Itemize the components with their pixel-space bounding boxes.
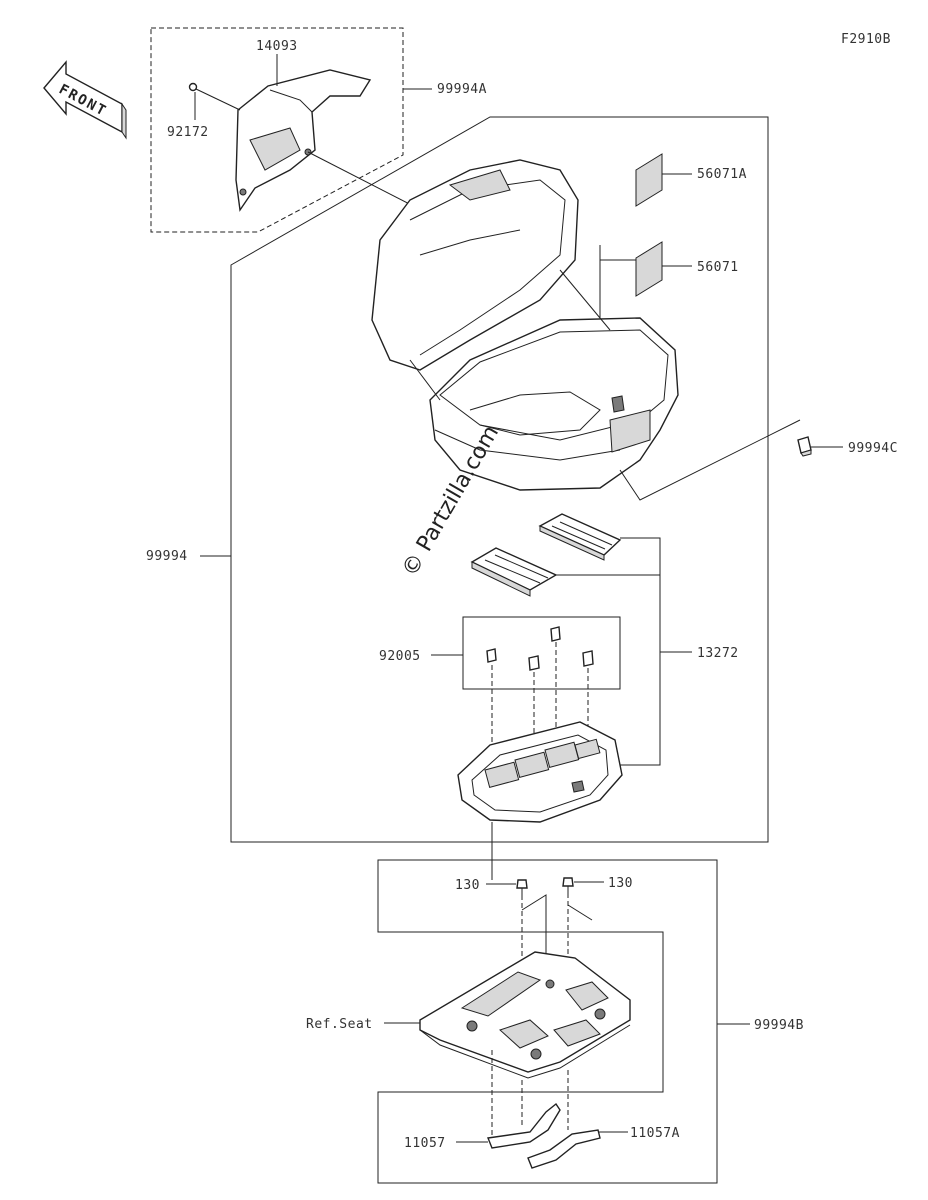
part-11057-bracket bbox=[487, 1102, 561, 1149]
part-base-plate bbox=[457, 721, 623, 823]
label-99994A: 99994A bbox=[437, 82, 487, 97]
label-ref-seat: Ref.Seat bbox=[306, 1017, 373, 1032]
label-92005: 92005 bbox=[379, 649, 421, 664]
box-99994B bbox=[377, 859, 718, 1184]
part-13272-pad-lower bbox=[470, 547, 558, 597]
part-56071A-sticker bbox=[635, 153, 663, 207]
part-rear-carrier bbox=[419, 951, 631, 1079]
box-92005 bbox=[462, 616, 621, 690]
label-13272: 13272 bbox=[697, 646, 739, 661]
label-14093: 14093 bbox=[256, 39, 298, 54]
part-14093-cover bbox=[235, 69, 372, 212]
part-130-bolt-left bbox=[516, 879, 528, 895]
label-56071: 56071 bbox=[697, 260, 739, 275]
label-11057A: 11057A bbox=[630, 1126, 680, 1141]
part-11057A-bracket bbox=[527, 1129, 601, 1169]
label-11057: 11057 bbox=[404, 1136, 446, 1151]
part-56071-sticker bbox=[635, 241, 663, 297]
label-99994C: 99994C bbox=[848, 441, 898, 456]
label-99994: 99994 bbox=[146, 549, 188, 564]
diagram-code: F2910B bbox=[841, 32, 891, 47]
label-130-right: 130 bbox=[608, 876, 633, 891]
label-130-left: 130 bbox=[455, 878, 480, 893]
part-99994C-cap bbox=[797, 436, 812, 457]
front-arrow-icon: FRONT bbox=[43, 60, 127, 140]
label-56071A: 56071A bbox=[697, 167, 747, 182]
label-92172: 92172 bbox=[167, 125, 209, 140]
part-13272-pad-upper bbox=[538, 513, 622, 561]
part-92172-screw bbox=[188, 82, 241, 111]
box-99994 bbox=[230, 116, 769, 843]
part-top-case bbox=[371, 159, 679, 491]
part-130-bolt-right bbox=[562, 877, 574, 893]
box-99994A bbox=[150, 27, 404, 233]
part-92005-clips bbox=[486, 626, 594, 671]
label-99994B: 99994B bbox=[754, 1018, 804, 1033]
